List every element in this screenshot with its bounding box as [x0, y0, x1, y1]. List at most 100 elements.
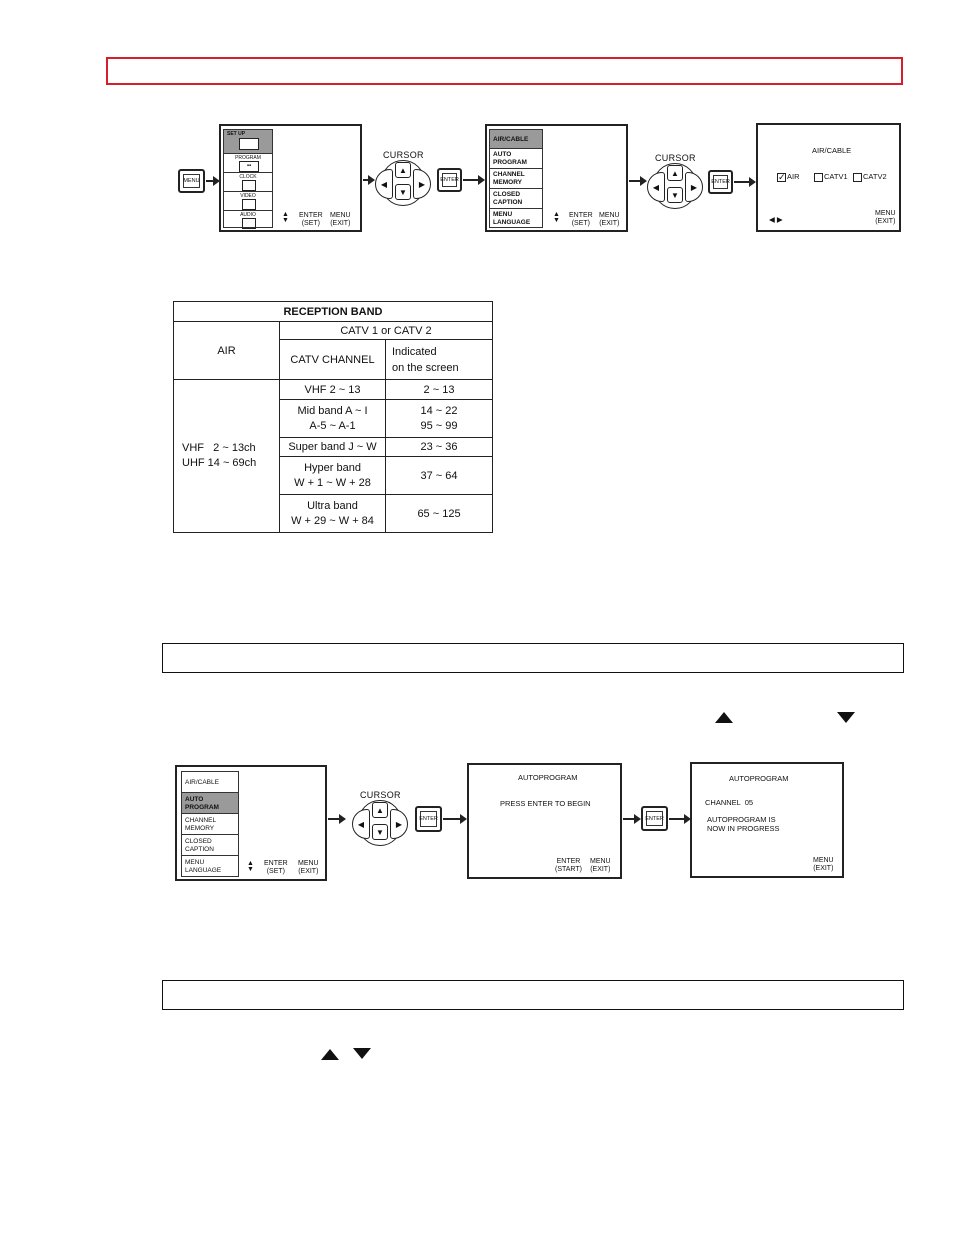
table-cell: VHF 2 ~ 13: [279, 379, 386, 400]
arrow: [443, 814, 467, 824]
autoprogram-start-screen: AUTOPROGRAM PRESS ENTER TO BEGIN ENTER(S…: [467, 763, 622, 879]
main-menu-screen: SET UP PROGRAM ▪▪ CLOCK VIDEO AUDIO ▲▼ E…: [219, 124, 362, 232]
option-air[interactable]: ✓AIR: [777, 171, 800, 182]
section-heading-bar: [162, 643, 904, 673]
menu-item-menu-language[interactable]: MENU LANGUAGE: [493, 211, 531, 226]
cursor-label: CURSOR: [383, 150, 424, 160]
screen-title: AUTOPROGRAM: [729, 774, 789, 783]
cursor-pad[interactable]: ◀ ▶ ▲ ▼: [352, 800, 408, 846]
menu-item-air-cable[interactable]: AIR/CABLE: [490, 130, 542, 149]
program-icon: ▪▪: [239, 161, 259, 172]
arrow: [669, 814, 691, 824]
checkbox-icon: [814, 172, 823, 182]
option-catv2[interactable]: CATV2: [853, 172, 887, 182]
menu-item-video[interactable]: VIDEO: [224, 192, 272, 211]
video-icon: [242, 199, 256, 210]
setup-menu-screen: AIR/CABLE AUTO PROGRAM CHANNEL MEMORY CL…: [485, 124, 628, 232]
setup-icon: [239, 138, 259, 150]
enter-key[interactable]: ENTER: [641, 806, 668, 831]
setup-menu-list: AIR/CABLE AUTO PROGRAM CHANNEL MEMORY CL…: [489, 129, 543, 228]
menu-item-menu-language[interactable]: MENU LANGUAGE: [185, 859, 222, 874]
menu-item-air-cable[interactable]: AIR/CABLE: [182, 772, 238, 793]
page-header-bar: [106, 57, 903, 85]
down-arrow-icon: [353, 1048, 371, 1059]
enter-start-label: ENTER(START): [555, 858, 582, 873]
screen-title: AUTOPROGRAM: [518, 773, 578, 782]
menu-exit-label: MENU(EXIT): [298, 860, 319, 875]
cursor-pad[interactable]: ◀ ▶ ▲ ▼: [375, 160, 431, 206]
up-down-icon: ▲▼: [553, 211, 560, 224]
menu-key[interactable]: MENU: [178, 169, 205, 193]
menu-item-auto-program[interactable]: AUTO PROGRAM: [182, 793, 238, 814]
catv-channel-header: CATV CHANNEL: [279, 339, 386, 380]
enter-set-label: ENTER(SET): [264, 860, 288, 875]
arrow: [629, 176, 647, 186]
setup-menu-list: AIR/CABLE AUTO PROGRAM CHANNEL MEMORY CL…: [181, 771, 239, 877]
section-heading-bar: [162, 980, 904, 1010]
menu-item-setup[interactable]: SET UP: [224, 130, 272, 154]
table-cell: 37 ~ 64: [385, 456, 493, 495]
air-header: AIR: [173, 321, 280, 380]
arrow: [363, 175, 375, 185]
enter-key[interactable]: ENTER: [415, 806, 442, 832]
menu-item-closed-caption[interactable]: CLOSED CAPTION: [490, 189, 542, 209]
menu-exit-label: MENU(EXIT): [590, 858, 611, 873]
cursor-up-key[interactable]: ▲: [395, 162, 411, 178]
menu-item-program[interactable]: PROGRAM ▪▪: [224, 154, 272, 173]
table-title: RECEPTION BAND: [173, 301, 493, 322]
option-catv1[interactable]: CATV1: [814, 172, 848, 182]
menu-item-closed-caption[interactable]: CLOSED CAPTION: [182, 835, 238, 856]
left-right-icon: ◀ ▶: [769, 215, 783, 224]
down-arrow-icon: [837, 712, 855, 723]
cursor-right-key[interactable]: ▶: [685, 172, 703, 202]
cursor-pad[interactable]: ◀ ▶ ▲ ▼: [647, 163, 703, 209]
arrow: [623, 814, 641, 824]
up-arrow-icon: [321, 1049, 339, 1060]
cursor-down-key[interactable]: ▼: [667, 187, 683, 203]
cursor-down-key[interactable]: ▼: [395, 184, 411, 200]
menu-item-clock[interactable]: CLOCK: [224, 173, 272, 192]
cursor-down-key[interactable]: ▼: [372, 824, 388, 840]
table-cell: 65 ~ 125: [385, 494, 493, 533]
arrow: [734, 177, 756, 187]
table-cell: Super band J ~ W: [279, 437, 386, 457]
arrow: [328, 814, 346, 824]
table-cell: 23 ~ 36: [385, 437, 493, 457]
cursor-up-key[interactable]: ▲: [667, 165, 683, 181]
cursor-left-key[interactable]: ◀: [352, 809, 370, 839]
catv-header: CATV 1 or CATV 2: [279, 321, 493, 340]
enter-key[interactable]: ENTER: [708, 170, 733, 194]
cursor-up-key[interactable]: ▲: [372, 802, 388, 818]
cursor-right-key[interactable]: ▶: [413, 169, 431, 199]
screen-message: PRESS ENTER TO BEGIN: [500, 799, 591, 808]
checkbox-icon: [853, 172, 862, 182]
menu-item-channel-memory[interactable]: CHANNEL MEMORY: [490, 169, 542, 189]
reception-band-table: RECEPTION BAND AIR CATV 1 or CATV 2 CATV…: [173, 301, 493, 533]
up-down-icon: ▲▼: [247, 860, 254, 873]
arrow: [206, 176, 220, 186]
cursor-right-key[interactable]: ▶: [390, 809, 408, 839]
menu-exit-label: MENU(EXIT): [813, 857, 834, 872]
menu-item-audio[interactable]: AUDIO: [224, 211, 272, 229]
menu-item-auto-program[interactable]: AUTO PROGRAM: [490, 149, 542, 169]
cursor-left-key[interactable]: ◀: [647, 172, 665, 202]
enter-key[interactable]: ENTER: [437, 168, 462, 192]
menu-exit-label: MENU(EXIT): [599, 212, 620, 227]
menu-item-channel-memory[interactable]: CHANNEL MEMORY: [182, 814, 238, 835]
menu-exit-label: MENU(EXIT): [330, 212, 351, 227]
menu-exit-label: MENU(EXIT): [875, 210, 896, 225]
arrow: [463, 175, 485, 185]
channel-readout: CHANNEL 05: [705, 798, 754, 807]
setup-menu-screen: AIR/CABLE AUTO PROGRAM CHANNEL MEMORY CL…: [175, 765, 327, 881]
table-cell: 2 ~ 13: [385, 379, 493, 400]
enter-set-label: ENTER(SET): [569, 212, 593, 227]
up-arrow-icon: [715, 712, 733, 723]
cursor-left-key[interactable]: ◀: [375, 169, 393, 199]
